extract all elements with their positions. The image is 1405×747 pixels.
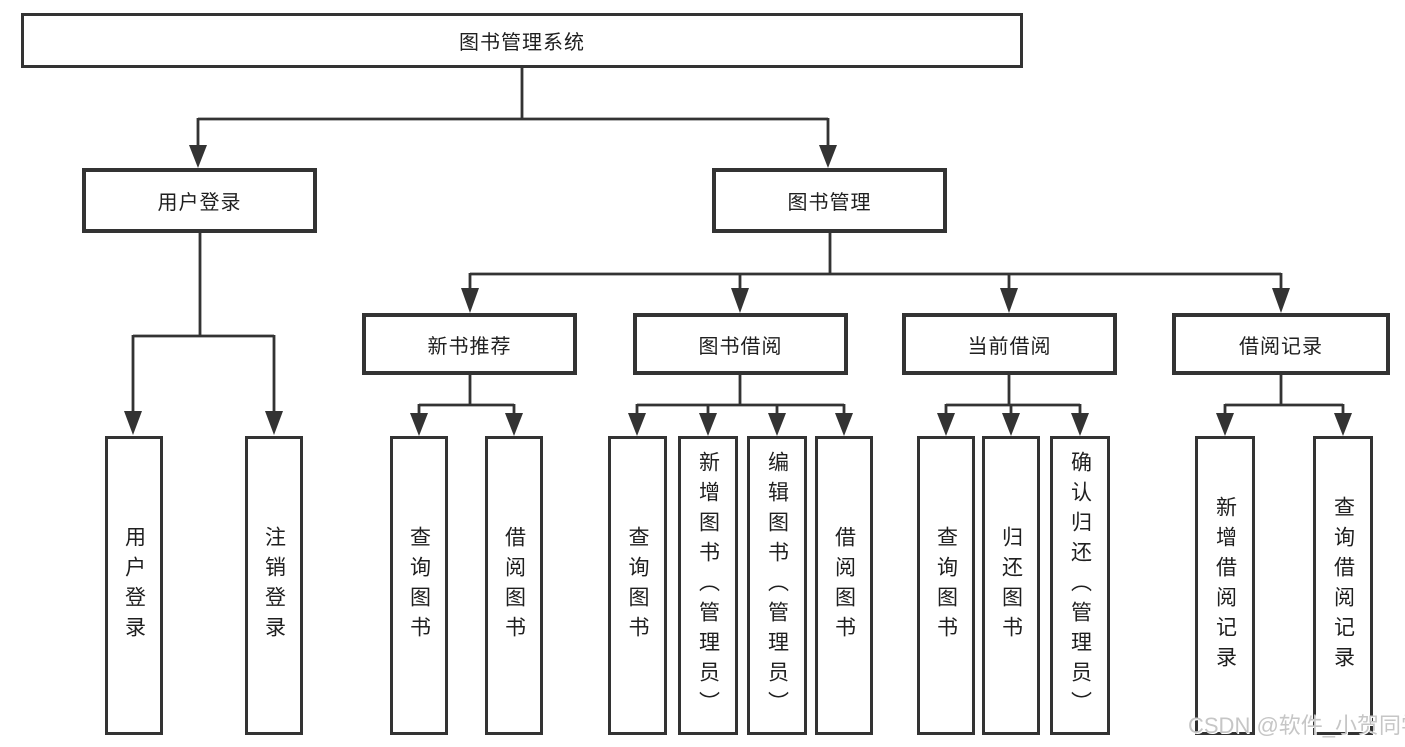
arrowhead-icon [189, 145, 207, 168]
leaf-records-query-borrow-record: 查询借阅记录 [1313, 436, 1373, 735]
arrowhead-icon [819, 145, 837, 168]
connector-current-borrow [944, 375, 1082, 414]
leaf-borrow-borrow-books: 借阅图书 [815, 436, 873, 735]
node-book-borrow: 图书借阅 [633, 313, 848, 375]
node-borrow-records: 借阅记录 [1172, 313, 1390, 375]
leaf-current-query-books: 查询图书 [917, 436, 975, 735]
node-new-book-recommend: 新书推荐 [362, 313, 577, 375]
arrowhead-icon [124, 411, 142, 435]
arrowhead-icon [1002, 413, 1020, 436]
arrowhead-icon [1334, 413, 1352, 436]
node-root: 图书管理系统 [21, 13, 1023, 68]
arrowhead-icon [628, 413, 646, 436]
connector-book-management [468, 233, 1283, 289]
leaf-label: 归还图书 [999, 525, 1023, 646]
node-book-management: 图书管理 [712, 168, 947, 233]
leaf-label: 新增借阅记录 [1213, 495, 1237, 676]
arrowhead-icon [768, 413, 786, 436]
arrowhead-icon [410, 413, 428, 436]
leaf-borrow-edit-books-admin: 编辑图书（管理员） [747, 436, 807, 735]
arrowhead-icon [1216, 413, 1234, 436]
arrowhead-icon [731, 288, 749, 313]
arrowhead-icon [1272, 288, 1290, 313]
leaf-records-add-borrow-record: 新增借阅记录 [1195, 436, 1255, 735]
leaf-label: 借阅图书 [502, 525, 526, 646]
connector-borrow-records [1223, 375, 1345, 414]
leaf-user-login: 用户登录 [105, 436, 163, 735]
connector-root [196, 68, 830, 146]
node-current-borrow: 当前借阅 [902, 313, 1117, 375]
arrowhead-icon [1071, 413, 1089, 436]
leaf-label: 注销登录 [262, 525, 286, 646]
leaf-label: 借阅图书 [832, 525, 856, 646]
leaf-label: 查询图书 [626, 525, 649, 646]
arrowhead-icon [505, 413, 523, 436]
leaf-label: 用户登录 [122, 525, 146, 646]
arrowhead-icon [265, 411, 283, 435]
csdn-watermark: CSDN @软件_小贺同学 [1188, 713, 1405, 738]
arrowheads [124, 145, 1352, 436]
connector-new-book-recommend [417, 375, 516, 414]
leaf-current-confirm-return-admin: 确认归还（管理员） [1050, 436, 1110, 735]
arrowhead-icon [1000, 288, 1018, 313]
leaf-label: 新增图书（管理员） [696, 450, 720, 721]
leaf-current-return-books: 归还图书 [982, 436, 1040, 735]
arrowhead-icon [461, 288, 479, 313]
connector-book-borrow [635, 375, 846, 414]
leaf-label: 确认归还（管理员） [1068, 450, 1092, 721]
node-user-login: 用户登录 [82, 168, 317, 233]
leaf-label: 查询图书 [407, 525, 431, 646]
arrowhead-icon [699, 413, 717, 436]
leaf-newbook-borrow-books: 借阅图书 [485, 436, 543, 735]
arrowhead-icon [835, 413, 853, 436]
leaf-label: 编辑图书（管理员） [765, 450, 789, 721]
leaf-label: 查询借阅记录 [1331, 495, 1355, 676]
arrowhead-icon [937, 413, 955, 436]
leaf-logout: 注销登录 [245, 436, 303, 735]
leaf-borrow-add-books-admin: 新增图书（管理员） [678, 436, 738, 735]
leaf-borrow-query-books: 查询图书 [608, 436, 667, 735]
leaf-label: 查询图书 [934, 525, 958, 646]
leaf-newbook-query-books: 查询图书 [390, 436, 448, 735]
connector-user-login [131, 233, 276, 412]
